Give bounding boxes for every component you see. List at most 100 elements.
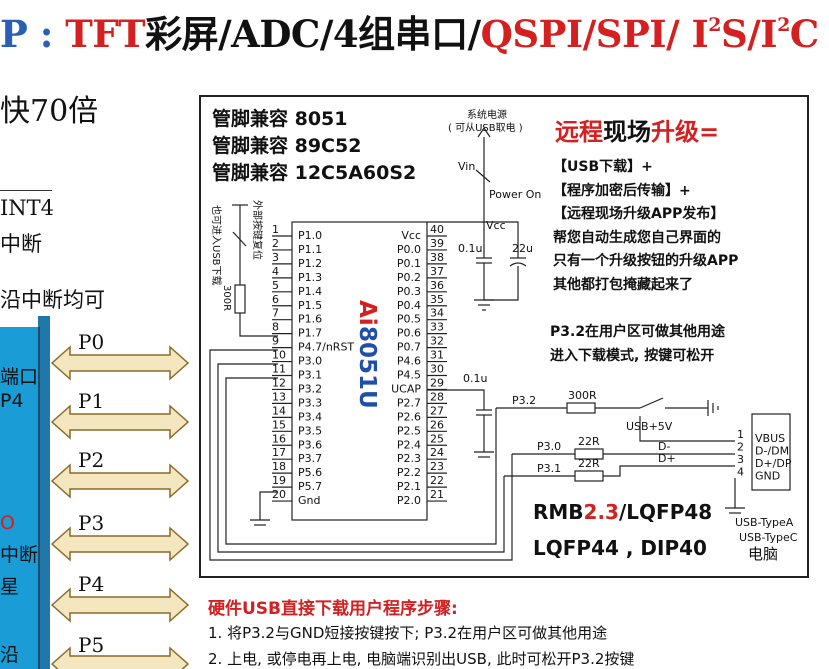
- pc-label: 电脑: [748, 545, 778, 563]
- left-pin-number: 3: [272, 251, 279, 264]
- left-pin-name: P1.7: [298, 327, 322, 340]
- compat-line-3: 管脚兼容 12C5A60S2: [212, 162, 417, 184]
- port-label-p4: P4: [78, 572, 105, 596]
- r22b: [574, 470, 604, 482]
- left-pin-number: 1: [272, 223, 279, 236]
- right-pin-name: P0.7: [397, 341, 421, 354]
- left-line-4: 沿中断均可: [0, 288, 105, 312]
- right-pin-number: 32: [430, 335, 444, 348]
- port-arrow-p3: [50, 526, 190, 562]
- gnd-wire: [259, 491, 278, 520]
- left-pin-number: 17: [272, 446, 286, 459]
- usb-pin-name: GND: [755, 470, 780, 483]
- left-pin-number: 13: [272, 390, 286, 403]
- steps-title: 硬件USB直接下载用户程序步骤:: [208, 599, 458, 619]
- left-pin-name: P3.0: [298, 355, 322, 368]
- right-pin-name: P0.2: [397, 271, 421, 284]
- left-pin-name: P3.6: [298, 438, 322, 451]
- upgrade-lines: 【USB下载】+ 【程序加密后传输】+ 【远程现场升级APP发布】 帮您自动生成…: [553, 156, 738, 297]
- right-pin-number: 37: [430, 265, 444, 278]
- left-pin-name: P3.3: [298, 396, 322, 409]
- vbus-wire: [639, 416, 735, 442]
- right-pin-number: 24: [430, 446, 444, 459]
- left-pin-number: 16: [272, 432, 286, 445]
- left-pin-name: P4.7/nRST: [298, 341, 354, 354]
- chip-brand: Ai: [354, 300, 380, 326]
- usb-pin-number: 3: [737, 453, 744, 466]
- power-sub-label: ( 可从USB取电 ): [448, 121, 523, 134]
- left-pin-number: 5: [272, 279, 279, 292]
- header-part-1: P :: [0, 12, 66, 56]
- right-pin-name: P2.4: [397, 438, 421, 451]
- usb-pin-number: 4: [737, 466, 744, 479]
- port-arrow-p5: [50, 646, 190, 669]
- port-arrows: [50, 345, 190, 669]
- usb-pin-name: D+/DP: [755, 457, 792, 470]
- usb-pin-name: D-/DM: [755, 445, 789, 458]
- p32-label: P3.2: [512, 394, 536, 407]
- upgrade-title: 远程现场升级=: [555, 112, 719, 147]
- p30-label: P3.0: [537, 440, 561, 453]
- left-divider: [0, 190, 52, 191]
- package-c: /LQFP48: [618, 500, 713, 524]
- r22a-label: 22R: [578, 435, 600, 448]
- vcc-wire: [427, 137, 485, 223]
- right-pin-number: 30: [430, 363, 444, 376]
- package-line-1: RMB2.3/LQFP48: [533, 500, 712, 524]
- right-pin-name: P0.6: [397, 327, 421, 340]
- cap2-wire: [484, 221, 519, 258]
- usb-pin-labels: 1 VBUS 2 D-/DM 3 D+/DP 4 GND: [737, 428, 792, 483]
- header-part-3: 彩屏/ADC/4组串口/: [145, 12, 481, 56]
- bus-block: [0, 327, 40, 669]
- upgrade-line-1: 【USB下载】+: [553, 159, 653, 175]
- left-line-3: 中断: [0, 232, 42, 256]
- left-pin-name: Gnd: [298, 494, 320, 507]
- header-part-5: S/I: [721, 12, 778, 56]
- left-pin-number: 4: [272, 265, 279, 278]
- usb-pin-name: VBUS: [755, 432, 785, 445]
- right-pin-number: 31: [430, 349, 444, 362]
- usb5v-label: USB+5V: [626, 420, 673, 433]
- left-line-2: INT4: [0, 196, 55, 220]
- upgrade-line-2: 【程序加密后传输】+: [553, 182, 691, 199]
- header-sup-2: 2: [777, 14, 790, 36]
- header-part-2: TFT: [65, 12, 146, 56]
- port-arrow-p4: [50, 587, 190, 623]
- right-pin-name: UCAP: [391, 382, 421, 395]
- cap2-label: 22u: [512, 242, 533, 255]
- usb-pin-number: 2: [737, 441, 744, 454]
- left-pin-stubs: [272, 235, 292, 502]
- bar-text-1: 端口: [0, 366, 39, 388]
- chip-model: 8051U: [354, 326, 380, 409]
- reset-text: 也可进入USB下载: [210, 205, 223, 286]
- ucap-wire: [427, 389, 485, 410]
- left-pin-number: 14: [272, 404, 286, 417]
- left-pin-number: 18: [272, 460, 286, 473]
- usb-connector: [751, 413, 791, 491]
- port-label-p1: P1: [78, 389, 105, 413]
- bar-text-3: O: [0, 512, 15, 534]
- reset-switch: [232, 231, 247, 247]
- right-pin-number: 21: [430, 488, 444, 501]
- right-pin-name: P4.5: [397, 369, 421, 382]
- right-pin-number: 34: [430, 307, 444, 320]
- right-pin-name: P0.4: [397, 299, 421, 312]
- reset-resistor-label: 300R: [221, 285, 232, 311]
- left-pin-number: 2: [272, 237, 279, 250]
- compat-line-1: 管脚兼容 8051: [212, 108, 348, 130]
- vin-label: Vin: [458, 160, 475, 173]
- port-label-p2: P2: [78, 448, 105, 472]
- left-pin-name: P3.5: [298, 424, 322, 437]
- left-pin-name: P3.7: [298, 452, 322, 465]
- schematic-wires: [209, 126, 791, 561]
- usb-pin-number: 1: [737, 428, 744, 441]
- bar-text-4: 中断: [0, 544, 39, 566]
- usb-typea-label: USB-TypeA: [735, 516, 794, 529]
- left-pin-name: P1.1: [298, 243, 322, 256]
- port-arrow-p1: [50, 404, 190, 440]
- p31-loop: [217, 363, 505, 553]
- upgrade-line-4: 帮您自动生成您自己界面的: [553, 229, 721, 246]
- p32-resistor: [566, 402, 596, 414]
- left-pin-number: 20: [272, 488, 286, 501]
- right-pin-name: P2.6: [397, 410, 421, 423]
